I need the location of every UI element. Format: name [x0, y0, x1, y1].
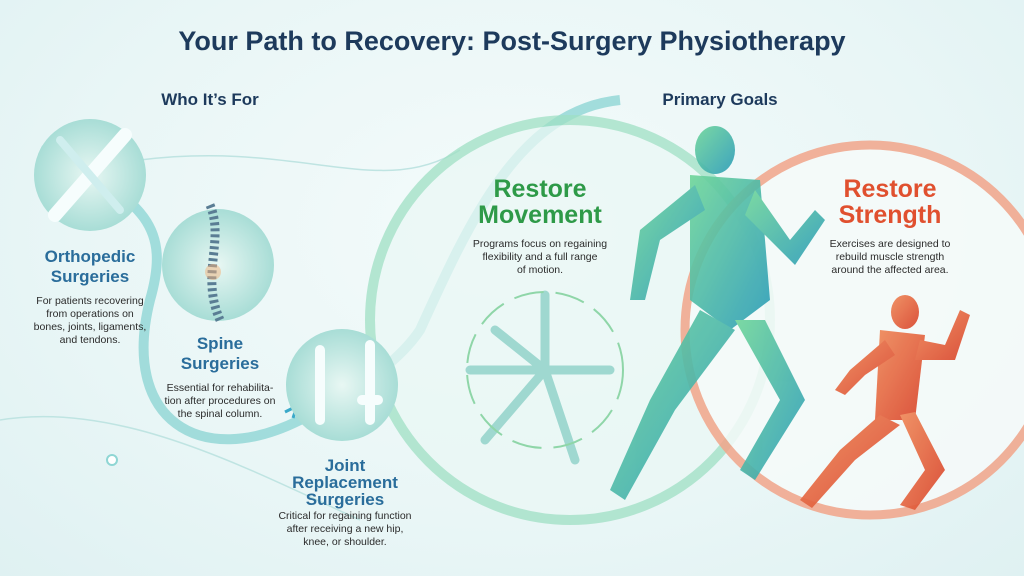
- range-of-motion-figure: [465, 290, 615, 465]
- card-title: Surgeries: [305, 490, 385, 509]
- card-description: Essential for rehabilita-: [166, 382, 274, 394]
- background-curve: [139, 149, 461, 172]
- green-runner-figure: [610, 126, 825, 500]
- primary-goals-heading: Primary Goals: [662, 90, 778, 109]
- card-description: bones, joints, ligaments,: [33, 321, 147, 333]
- page-title: Your Path to Recovery: Post-Surgery Phys…: [178, 26, 846, 56]
- goal-description: flexibility and a full range: [482, 251, 598, 263]
- goal-description: of motion.: [516, 264, 564, 276]
- card-title: Replacement: [292, 473, 398, 492]
- card-description: the spinal column.: [177, 408, 263, 420]
- orange-runner-figure: [800, 295, 970, 510]
- orthopedic-surgeries-card: Orthopedic Surgeries For patients recove…: [10, 247, 170, 347]
- card-title: Joint: [324, 456, 366, 475]
- spine-illustration: [162, 209, 274, 321]
- goal-description: Exercises are designed to: [829, 238, 951, 250]
- restore-movement-card: Restore Movement Programs focus on regai…: [450, 176, 630, 277]
- card-description: tion after procedures on: [164, 395, 276, 407]
- card-title: Surgeries: [180, 354, 260, 373]
- card-title: Surgeries: [50, 267, 130, 286]
- goal-description: Programs focus on regaining: [472, 238, 608, 250]
- card-description: from operations on: [46, 308, 134, 320]
- card-title: Spine: [196, 334, 244, 353]
- card-description: Critical for regaining function: [278, 510, 412, 522]
- goal-title: Restore: [493, 175, 587, 203]
- background-curve: [0, 415, 361, 521]
- card-description: after receiving a new hip,: [286, 523, 404, 535]
- card-description: For patients recovering: [36, 295, 144, 307]
- path-node: [106, 454, 118, 466]
- goal-description: rebuild muscle strength: [835, 251, 945, 263]
- card-title: Orthopedic: [44, 247, 136, 266]
- joint-illustration: [286, 329, 398, 441]
- goal-title: Restore: [843, 175, 937, 203]
- goal-description: around the affected area.: [831, 264, 949, 276]
- spine-surgeries-card: Spine Surgeries Essential for rehabilita…: [140, 334, 300, 421]
- joint-replacement-card: Joint Replacement Surgeries Critical for…: [260, 457, 430, 549]
- who-its-for-heading: Who It’s For: [161, 90, 259, 109]
- goal-title: Strength: [838, 201, 942, 229]
- restore-strength-card: Restore Strength Exercises are designed …: [800, 176, 980, 277]
- card-description: and tendons.: [59, 334, 121, 346]
- card-description: knee, or shoulder.: [303, 536, 387, 548]
- goal-title: Movement: [478, 201, 602, 229]
